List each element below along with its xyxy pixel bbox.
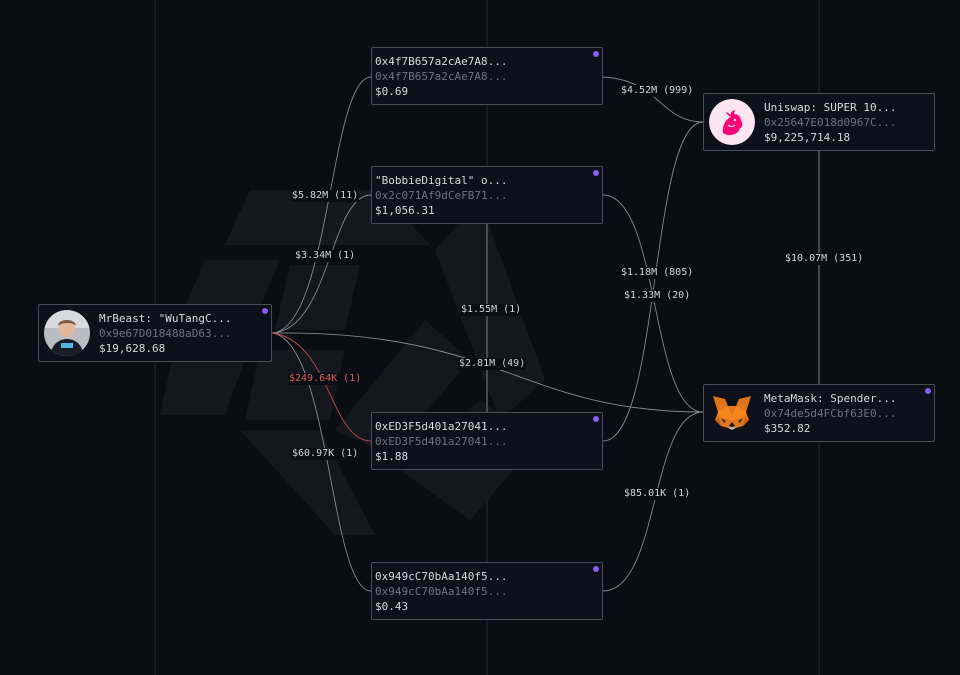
edge-label: $3.34M (1) <box>294 250 357 262</box>
node-status-dot <box>262 308 268 314</box>
node-balance: $1,056.31 <box>375 204 435 217</box>
node-address: 0x25647E018d0967C... <box>764 116 897 129</box>
node-address: 0x949cC70bAa140f5... <box>375 585 508 598</box>
avatar <box>44 310 90 356</box>
edge-mrbeast-to-949c[interactable] <box>271 332 372 592</box>
node-address: 0x4f7B657a2cAe7A8... <box>375 70 508 83</box>
edge-bobbie-to-metamask[interactable] <box>602 194 704 413</box>
edge-label: $60.97K (1) <box>291 448 360 460</box>
unicorn-icon <box>709 99 755 145</box>
node-address: 0x2c071Af9dCeFB71... <box>375 189 508 202</box>
node-balance: $0.69 <box>375 85 409 98</box>
node-balance: $0.43 <box>375 600 409 613</box>
node-status-dot <box>593 51 599 57</box>
node-metamask[interactable]: MetaMask: Spender... 0x74de5d4FCbf63E0..… <box>703 384 935 442</box>
edge-4f7b-to-uniswap[interactable] <box>602 76 704 123</box>
node-0x949c[interactable]: 0x949cC70bAa140f5... 0x949cC70bAa140f5..… <box>371 562 603 620</box>
edge-label: $249.64K (1) <box>288 373 363 385</box>
node-title: MrBeast: "WuTangC... <box>99 312 232 325</box>
node-status-dot <box>593 416 599 422</box>
node-uniswap[interactable]: Uniswap: SUPER 10... 0x25647E018d0967C..… <box>703 93 935 151</box>
node-title: 0xED3F5d401a27041... <box>375 420 508 433</box>
edge-mrbeast-to-4f7b[interactable] <box>271 76 372 334</box>
edge-mrbeast-to-metamask[interactable] <box>271 332 704 413</box>
node-status-dot <box>593 170 599 176</box>
edge-949c-to-metamask[interactable] <box>602 411 704 592</box>
node-mrbeast[interactable]: MrBeast: "WuTangC... 0x9e67D018488aD63..… <box>38 304 272 362</box>
edge-label: $10.07M (351) <box>784 253 865 265</box>
node-title: 0x4f7B657a2cAe7A8... <box>375 55 508 68</box>
edge-label: $1.33M (20) <box>623 290 692 302</box>
node-balance: $9,225,714.18 <box>764 131 851 144</box>
node-address: 0x74de5d4FCbf63E0... <box>764 407 897 420</box>
edge-label: $1.55M (1) <box>460 304 523 316</box>
fox-icon <box>709 390 755 436</box>
node-balance: $19,628.68 <box>99 342 166 355</box>
node-balance: $352.82 <box>764 422 811 435</box>
node-0xed3f[interactable]: 0xED3F5d401a27041... 0xED3F5d401a27041..… <box>371 412 603 470</box>
edge-ed3f-to-uniswap[interactable] <box>602 121 704 442</box>
node-address: 0x9e67D018488aD63... <box>99 327 232 340</box>
edge-label: $5.82M (11) <box>291 190 360 202</box>
node-title: "BobbieDigital" o... <box>375 174 508 187</box>
node-title: 0x949cC70bAa140f5... <box>375 570 508 583</box>
node-status-dot <box>925 388 931 394</box>
edge-label: $1.18M (805) <box>620 267 695 279</box>
node-title: MetaMask: Spender... <box>764 392 897 405</box>
node-status-dot <box>593 566 599 572</box>
edge-label: $85.01K (1) <box>623 488 692 500</box>
edge-mrbeast-to-ed3f[interactable] <box>271 332 372 442</box>
edge-label: $4.52M (999) <box>620 85 695 97</box>
node-balance: $1.88 <box>375 450 409 463</box>
node-title: Uniswap: SUPER 10... <box>764 101 897 114</box>
node-address: 0xED3F5d401a27041... <box>375 435 508 448</box>
edge-label: $2.81M (49) <box>458 358 527 370</box>
node-0x4f7b[interactable]: 0x4f7B657a2cAe7A8... 0x4f7B657a2cAe7A8..… <box>371 47 603 105</box>
node-bobbiedigital[interactable]: "BobbieDigital" o... 0x2c071Af9dCeFB71..… <box>371 166 603 224</box>
